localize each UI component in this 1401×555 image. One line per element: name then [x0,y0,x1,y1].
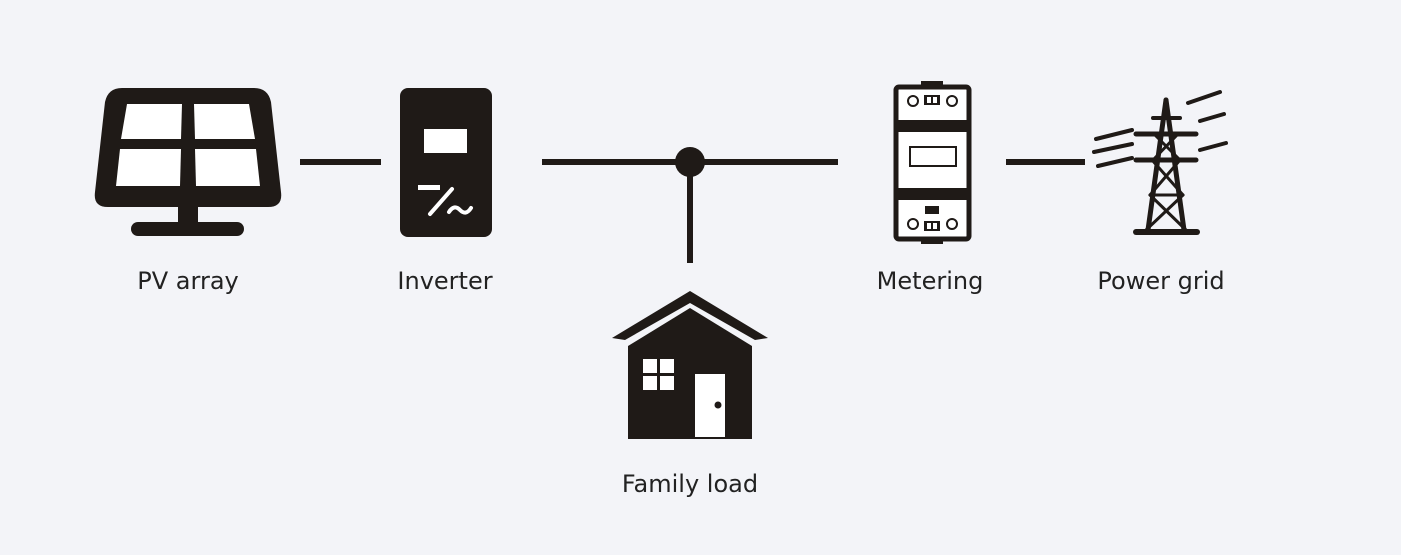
solar-panel-icon [94,88,282,236]
inverter-icon [400,88,492,237]
pv-array-label: PV array [137,267,239,295]
metering-label: Metering [876,267,984,295]
electric-meter-icon [893,81,972,244]
family-load-label: Family load [621,470,759,498]
power-grid-label: Power grid [1097,267,1225,295]
inverter-label: Inverter [397,267,493,295]
house-icon [612,291,768,439]
junction-node [675,147,705,177]
transmission-tower-icon [1092,90,1228,235]
